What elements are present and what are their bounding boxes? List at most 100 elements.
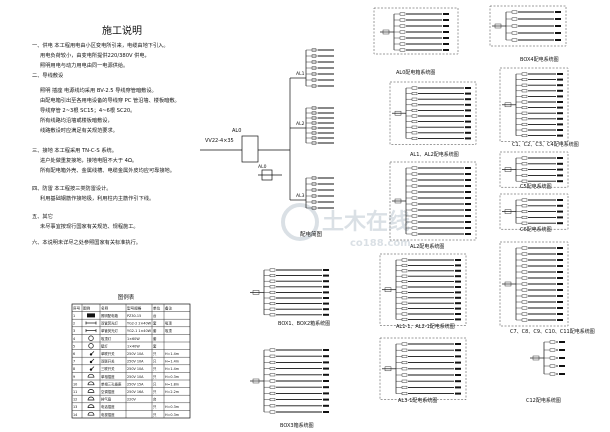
legend-cell: 单管荧光灯 [101, 328, 119, 333]
legend-cell: 双联开关 [101, 359, 115, 364]
note-line: 线路敷设时应满足有关规范要求。 [40, 126, 118, 134]
note-line: 四、防雷 本工程按三类防雷设计。 [32, 184, 111, 192]
legend-cell: 8 [73, 367, 75, 371]
sub-panel-label: AL2 [296, 121, 305, 127]
legend-cell: 台 [153, 397, 157, 402]
legend-cell: 吸顶 [165, 322, 172, 326]
legend-cell: 套 [153, 343, 157, 348]
legend-cell: 只 [153, 413, 157, 417]
note-line: 一、供电 本工程用电由小区变电所引来，电缆由地下引入。 [32, 41, 169, 49]
note-line: 用电负荷较小，由变电所提供220/380V 供电， [40, 51, 150, 59]
note-line: 导线穿管 2~3根 SC15；4~6根 SC20。 [40, 106, 135, 114]
legend-symbol [87, 411, 95, 416]
legend-cell: 套 [153, 336, 157, 341]
note-line: 五、其它 [32, 212, 53, 220]
note-line: 利用基础钢筋作接地极，利用柱内主筋作引下线。 [40, 194, 154, 202]
note-line: 照明 插座 电源线均采用 BV-2.5 导线穿管暗敷设。 [40, 86, 157, 94]
legend-cell: 1×60W [127, 337, 140, 341]
legend-cell: 电话插座 [101, 404, 115, 409]
legend-cell: 250V 10A [127, 352, 144, 356]
legend-header: 名称 [101, 306, 109, 311]
al2-caption: AL2配电系统图 [410, 243, 444, 250]
panel-r5 [499, 241, 569, 327]
legend-header: 图例 [83, 306, 91, 311]
legend-cell: H=0.3m [165, 405, 180, 409]
legend-cell: 11 [73, 390, 77, 394]
legend-symbol [87, 389, 95, 393]
legend-symbol [87, 381, 95, 386]
r2-caption: C1、C2、C3、C4配电系统图 [512, 141, 579, 148]
legend-cell: 只 [153, 352, 157, 356]
r1-caption: BOX4配电系统图 [520, 56, 559, 63]
aux-panel-box [261, 169, 273, 181]
watermark: 土木在线 co188.com [281, 203, 411, 249]
legend-cell: 250V 15A [127, 382, 144, 386]
legend-cell: 3 [73, 329, 75, 333]
panel-r3 [499, 151, 569, 188]
legend-cell: 250V 10A [127, 360, 144, 364]
legend-symbol [87, 396, 95, 401]
legend-header: 序号 [73, 306, 81, 311]
al3-caption: AL1-1、AL2-1配电系统图 [396, 323, 455, 330]
panel-r6 [530, 340, 565, 376]
distribution-caption: 配电简图 [300, 230, 323, 238]
main-panel-label: AL0 [232, 128, 241, 134]
legend-cell: H=2.2m [165, 390, 180, 394]
legend-cell: 壁灯 [101, 343, 108, 348]
legend-cell: YG2-1 1×40W [127, 329, 152, 333]
legend-cell: 10 [73, 382, 77, 386]
legend-symbol [89, 358, 95, 364]
panel-r4 [499, 193, 569, 230]
legend-cell: 250V 10A [127, 375, 144, 379]
legend-title: 图例表 [118, 293, 135, 301]
legend-cell: 5 [73, 344, 75, 348]
ap-caption: BOX1、BOX2箱系统图 [278, 320, 330, 327]
legend-cell: 1 [73, 314, 75, 318]
note-line: 由配电箱引出至各用电设备的导线穿 PC 管沿墙、楼板暗敷。 [40, 96, 180, 104]
legend-cell: 双管荧光灯 [101, 321, 119, 326]
al1-caption: AL1、AL2配电系统图 [410, 151, 459, 158]
legend-cell: H=1.4m [165, 352, 180, 356]
legend-cell: 14 [73, 413, 77, 417]
legend-cell: H=0.3m [165, 375, 180, 379]
al4-caption: AL3-1配电系统图 [398, 397, 437, 404]
legend-symbol [87, 373, 95, 378]
r5-caption: C7、C8、C9、C10、C11配电系统图 [510, 328, 595, 335]
panel-al4 [379, 337, 467, 400]
legend-cell: 空调插座 [101, 389, 115, 394]
legend-cell: 2 [73, 322, 75, 326]
legend-cell: 12 [73, 398, 77, 402]
legend-symbol [88, 335, 94, 341]
legend-cell: 照明配电箱 [101, 313, 119, 318]
note-line: 所有配电箱外壳、金属线槽、电缆金属外皮均应可靠接地。 [40, 166, 175, 174]
legend-header: 单位 [153, 306, 161, 311]
al0-caption: AL0配电箱系统图 [396, 69, 435, 76]
legend-cell: H=1.4m [165, 360, 180, 364]
legend-cell: 1×40W [127, 344, 140, 348]
watermark-text: 土木在线 [322, 209, 410, 235]
panel-al2 [389, 161, 477, 241]
bm-caption: BOX3箱系统图 [280, 422, 314, 429]
legend-cell: H=0.3m [165, 413, 180, 417]
legend-cell: 排气扇 [101, 397, 112, 402]
legend-cell: 只 [153, 360, 157, 364]
legend-cell: 250V 16A [127, 390, 144, 394]
legend-cell: 只 [153, 367, 157, 371]
legend-cell: 电视插座 [101, 412, 115, 417]
note-line: 六、本说明未详尽之处参照国家有关标准执行。 [32, 238, 141, 246]
legend-symbol [85, 321, 97, 325]
legend-symbol [89, 351, 95, 356]
note-line: 未尽事宜按现行国家有关规范、规程施工。 [40, 222, 139, 230]
legend-cell: 13 [73, 405, 77, 409]
legend-symbol [88, 343, 94, 349]
note-line: 二、导线敷设 [32, 71, 63, 79]
legend-cell: 只 [153, 405, 157, 409]
legend-cell: 单相插座 [101, 374, 115, 379]
legend-cell: 9 [73, 375, 75, 379]
panel-bm [250, 348, 329, 414]
main-panel-box [241, 135, 259, 163]
legend-cell: 吸顶 [165, 329, 172, 333]
